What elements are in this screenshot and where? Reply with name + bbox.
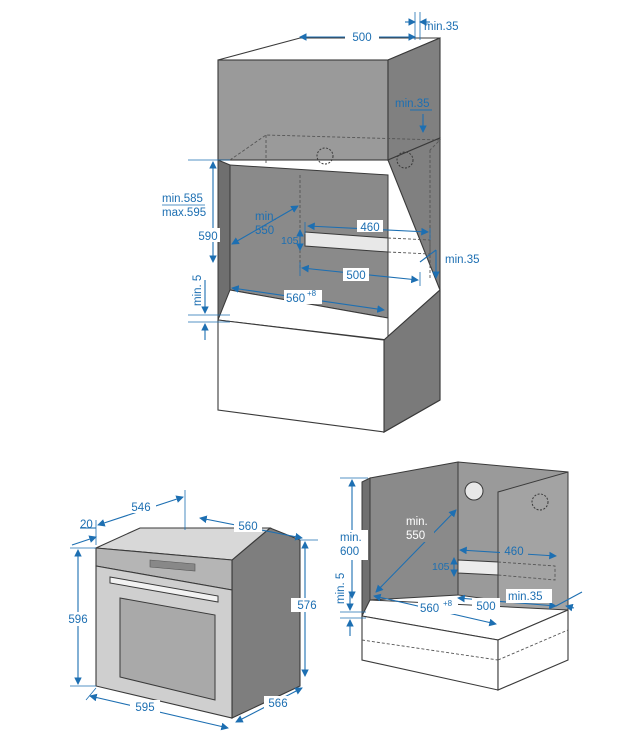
uc-plinth-side	[497, 609, 569, 691]
uc-height-min-label: min.	[340, 532, 362, 544]
uc-inner-width-tolerance: +8	[443, 599, 453, 608]
uc-rear-min-gap-label: min.35	[508, 591, 543, 603]
rear-min-gap-label: min.35	[445, 254, 480, 266]
uc-depth-min-value: 550	[406, 530, 425, 542]
oven-body-height-label: 576	[297, 600, 316, 612]
side-min-gap-label: min.35	[395, 98, 430, 110]
oven-display	[149, 559, 196, 572]
uc-floor-depth-label: 500	[476, 601, 495, 613]
rear-vent-slot-dashed	[387, 237, 431, 255]
height-min-label: min.585	[162, 193, 203, 205]
top-width-label: 500	[352, 32, 371, 44]
lower-cabinet-front	[217, 319, 385, 433]
vent-width-label: 460	[360, 222, 379, 234]
undercounter-cabinet-diagram: min. 600 min. 550 105 460 min. 5 560 +8 …	[335, 461, 583, 691]
inner-width-label: 560	[286, 293, 305, 305]
oven-front-height-label: 596	[68, 614, 87, 626]
inner-width-tolerance: +8	[307, 289, 317, 298]
uc-plinth-dashed	[497, 629, 569, 661]
oven-front-width-label: 595	[135, 702, 154, 714]
uc-vent-hole-icon	[531, 493, 549, 511]
uc-vent-width-label: 460	[504, 546, 523, 558]
oven-body-depth-label: 560	[238, 521, 257, 533]
uc-vent-slot	[457, 559, 499, 576]
depth-min-label: min.	[255, 211, 277, 223]
upper-cabinet-front	[217, 59, 389, 161]
vent-height-label: 105	[281, 235, 299, 247]
rear-vent-slot	[304, 231, 389, 253]
uc-vent-hole-icon	[464, 481, 484, 501]
uc-vent-height-label: 105	[432, 561, 450, 573]
oven-body-width-label: 566	[268, 698, 287, 710]
floor-gap-label: min. 5	[192, 275, 204, 306]
height-max-label: max.595	[162, 207, 206, 219]
oven-panel-depth-label: 546	[131, 502, 150, 514]
uc-depth-min-label: min.	[406, 516, 428, 528]
oven-body-side	[231, 527, 301, 719]
floor-depth-label: 500	[346, 270, 365, 282]
vent-hole-icon	[316, 147, 334, 165]
uc-floor-gap-label: min. 5	[335, 573, 347, 604]
oven-handle	[109, 576, 219, 603]
column-right-side-lower	[383, 288, 441, 433]
uc-plinth-dashed	[361, 639, 499, 661]
uc-inner-width-label: 560	[420, 603, 439, 615]
vent-hole-icon	[396, 151, 414, 169]
oven-front-thickness-label: 20	[80, 519, 93, 531]
uc-height-min-value: 600	[340, 546, 359, 558]
column-cabinet-diagram: 500 min.35 min.35 min.585 max.595 590 mi…	[162, 12, 480, 433]
top-min-gap-label: min.35	[424, 21, 459, 33]
oven-dimensions-diagram: 546 20 560 596 576 595 566	[64, 490, 319, 731]
opening-height-label: 590	[198, 231, 217, 243]
oven-outline-dashed	[229, 134, 442, 161]
depth-min-value: 550	[255, 225, 274, 237]
